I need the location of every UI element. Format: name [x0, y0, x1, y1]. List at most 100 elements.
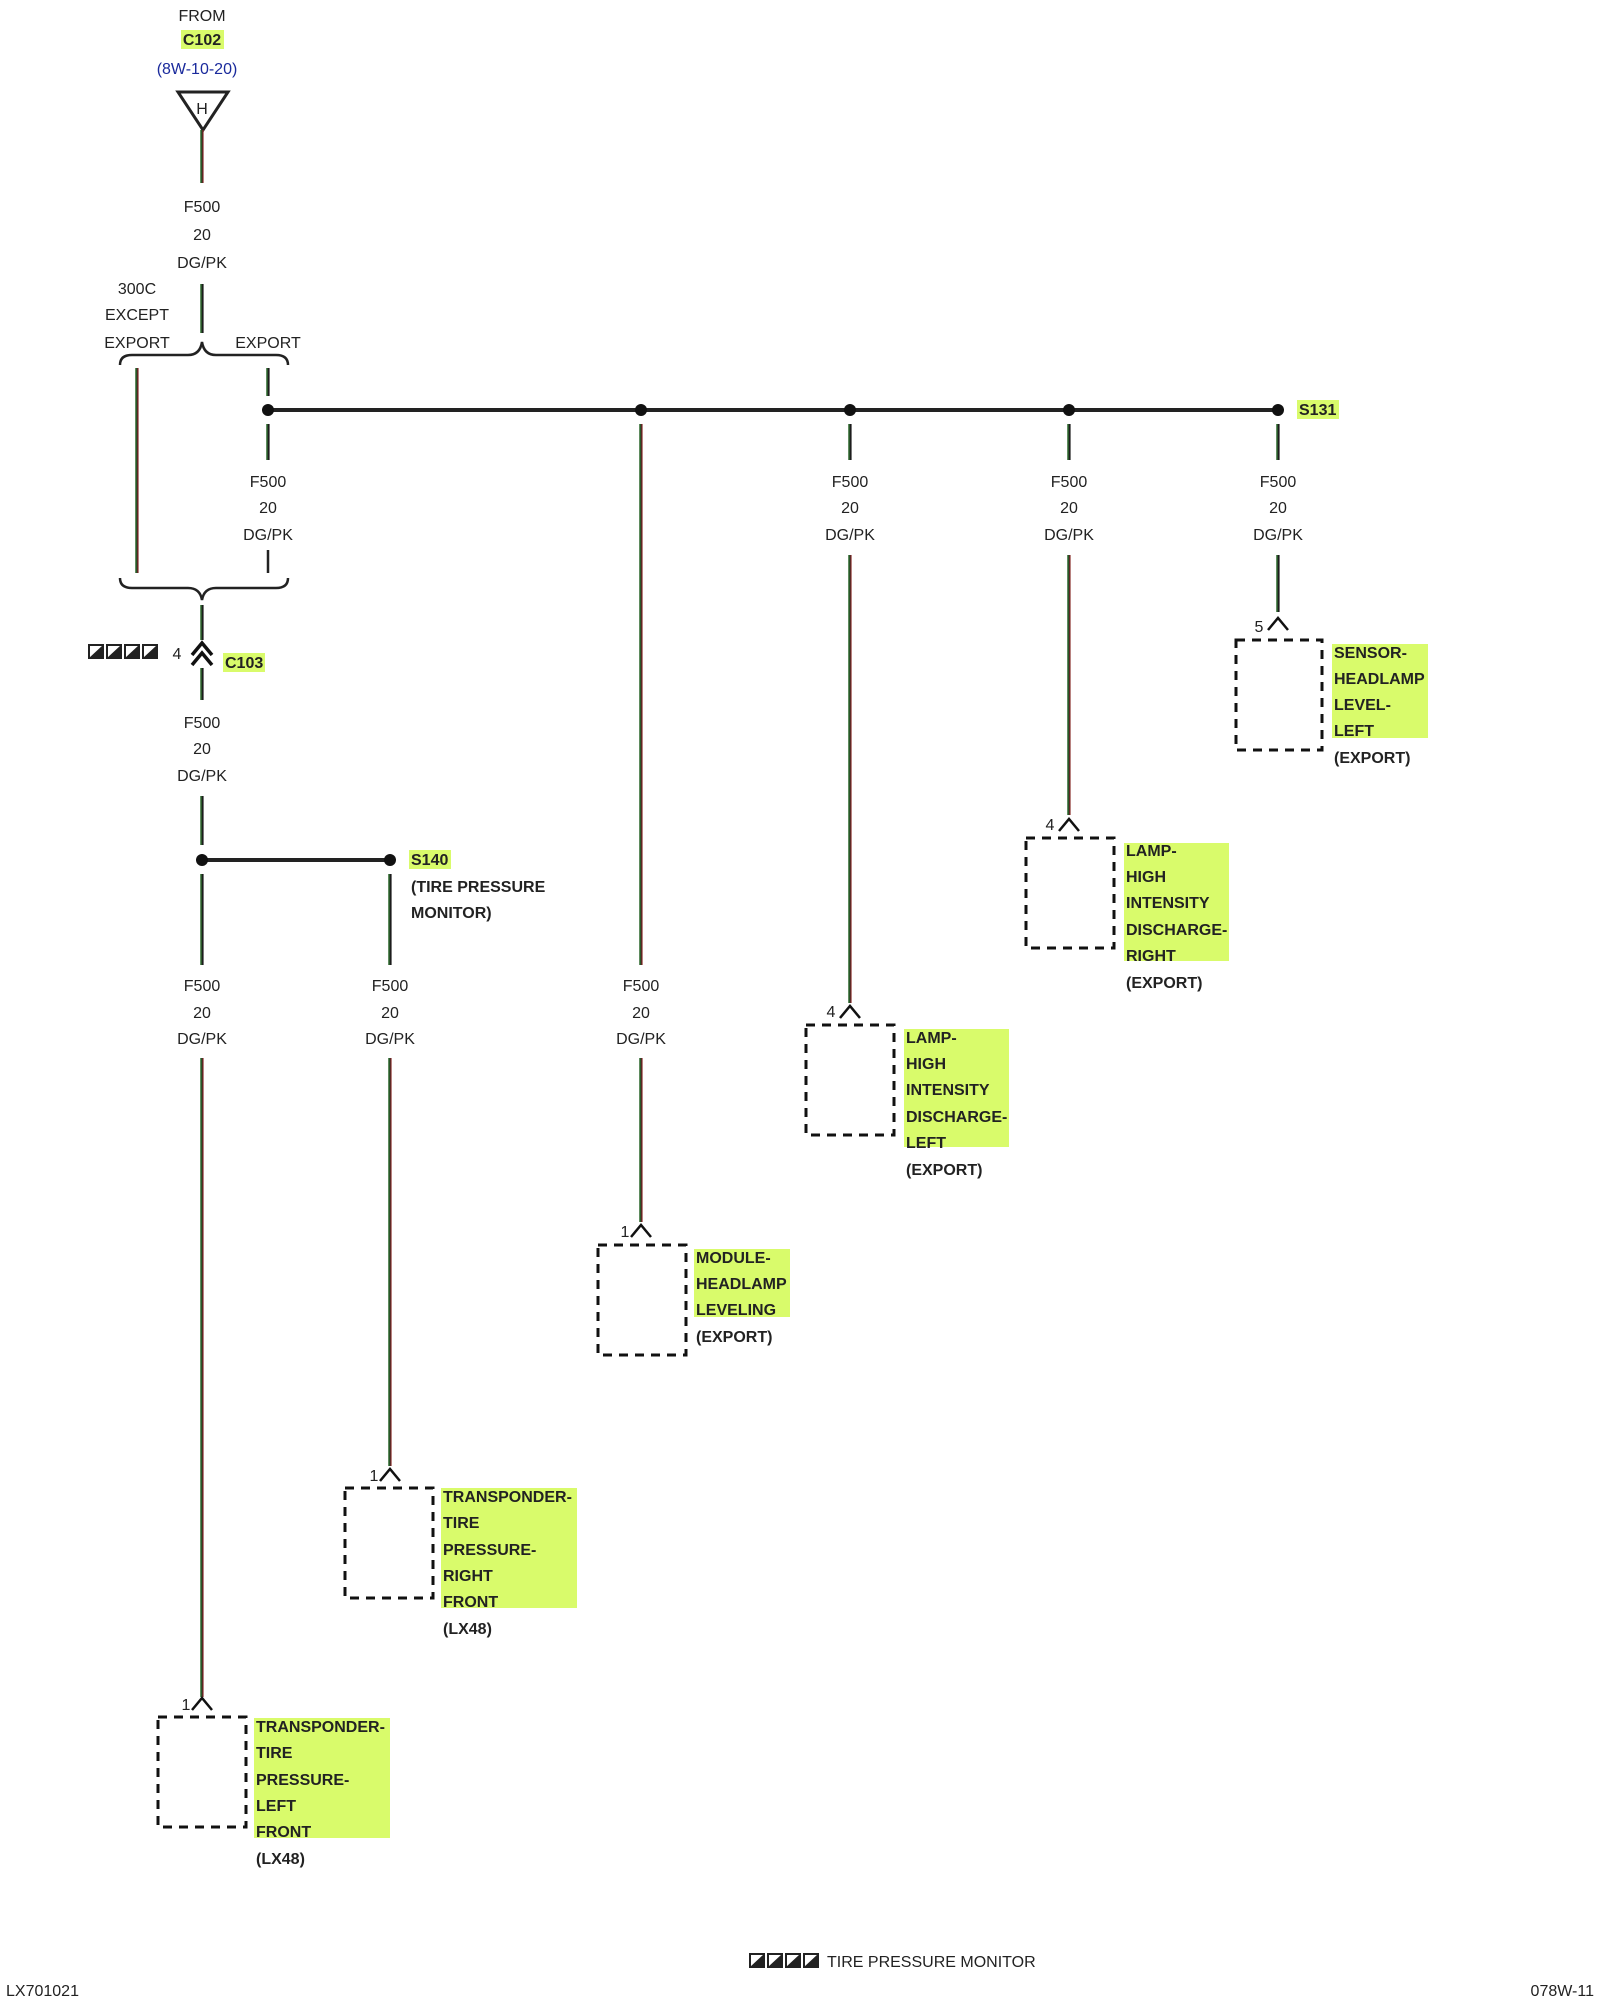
svg-text:INTENSITY: INTENSITY — [906, 1082, 990, 1099]
connector-pin-triangle: H — [175, 90, 231, 133]
wire-s140-left-drop — [200, 874, 204, 965]
svg-text:(EXPORT): (EXPORT) — [906, 1162, 982, 1179]
footer-right-code: 078W-11 — [1531, 1983, 1595, 2000]
svg-text:F500: F500 — [1051, 474, 1088, 491]
svg-text:DISCHARGE-: DISCHARGE- — [906, 1109, 1007, 1126]
option-brace-top — [118, 341, 290, 366]
svg-text:F500: F500 — [184, 978, 221, 995]
svg-text:DG/PK: DG/PK — [177, 768, 227, 785]
wire-below-c103 — [200, 668, 204, 700]
wire-label-module: F500 20 DG/PK — [616, 978, 666, 1048]
component-transponder-tpm-left-front[interactable]: 1 TRANSPONDER- TIRE PRESSURE- LEFT FRONT… — [156, 1696, 390, 1868]
pin-label: 1 — [621, 1224, 630, 1241]
wire-label-drop-4: F500 20 DG/PK — [1044, 474, 1094, 544]
svg-text:F500: F500 — [250, 474, 287, 491]
svg-text:DG/PK: DG/PK — [177, 255, 227, 272]
component-lamp-hid-right[interactable]: 4 LAMP- HIGH INTENSITY DISCHARGE- RIGHT … — [1024, 817, 1229, 992]
wire-drop-1 — [266, 424, 270, 460]
option-label-export-left: EXPORT — [104, 335, 170, 352]
component-lamp-hid-left[interactable]: 4 LAMP- HIGH INTENSITY DISCHARGE- LEFT (… — [804, 1004, 1009, 1179]
svg-text:FRONT: FRONT — [443, 1594, 498, 1611]
s140-node-right — [384, 854, 396, 866]
component-sensor-headlamp-level-left[interactable]: 5 SENSOR- HEADLAMP LEVEL- LEFT (EXPORT) — [1234, 616, 1428, 767]
svg-text:DG/PK: DG/PK — [616, 1031, 666, 1048]
from-label: FROM — [178, 8, 225, 25]
svg-text:DG/PK: DG/PK — [243, 527, 293, 544]
option-label-except: EXCEPT — [105, 307, 169, 324]
svg-text:(EXPORT): (EXPORT) — [1334, 750, 1410, 767]
wire-top-lower — [200, 284, 204, 333]
splice-s140-label: S140 — [411, 852, 448, 869]
splice-s131-label: S131 — [1299, 402, 1336, 419]
c103-label: C103 — [225, 655, 263, 672]
s140-note-line2: MONITOR) — [411, 905, 492, 922]
svg-text:RIGHT: RIGHT — [1126, 948, 1176, 965]
svg-text:DG/PK: DG/PK — [177, 1031, 227, 1048]
svg-text:DG/PK: DG/PK — [1253, 527, 1303, 544]
svg-text:PRESSURE-: PRESSURE- — [443, 1542, 536, 1559]
svg-text:F500: F500 — [372, 978, 409, 995]
svg-text:20: 20 — [259, 500, 277, 517]
bus-node-4 — [1063, 404, 1075, 416]
option-label-export-right: EXPORT — [235, 335, 301, 352]
svg-text:(EXPORT): (EXPORT) — [1126, 975, 1202, 992]
option-brace-bottom — [118, 577, 290, 601]
svg-text:TRANSPONDER-: TRANSPONDER- — [256, 1719, 385, 1736]
bus-node-5 — [1272, 404, 1284, 416]
wire-drop-5 — [1276, 424, 1280, 460]
footer-legend-text: TIRE PRESSURE MONITOR — [827, 1954, 1036, 1971]
pin-label: 4 — [827, 1004, 836, 1021]
c103-legend-squares — [88, 644, 158, 659]
footer-left-code: LX701021 — [6, 1983, 79, 2000]
bus-node-2 — [635, 404, 647, 416]
svg-text:20: 20 — [632, 1005, 650, 1022]
svg-text:F500: F500 — [184, 199, 221, 216]
wire-variant-right-upper — [266, 368, 270, 396]
svg-text:LEVEL-: LEVEL- — [1334, 697, 1391, 714]
wire-to-s140 — [200, 796, 204, 845]
wire-label-below-c103: F500 20 DG/PK — [177, 715, 227, 785]
c102-ref-link[interactable]: (8W-10-20) — [157, 61, 238, 78]
svg-text:F500: F500 — [623, 978, 660, 995]
svg-text:PRESSURE-: PRESSURE- — [256, 1772, 349, 1789]
svg-text:20: 20 — [1269, 500, 1287, 517]
pin-label: 5 — [1255, 619, 1264, 636]
component-transponder-tpm-right-front[interactable]: 1 TRANSPONDER- TIRE PRESSURE- RIGHT FRON… — [343, 1467, 577, 1638]
svg-text:LEFT: LEFT — [906, 1135, 946, 1152]
s140-highlight — [409, 850, 451, 869]
svg-text:TIRE: TIRE — [256, 1745, 293, 1762]
svg-text:F500: F500 — [1260, 474, 1297, 491]
svg-text:HIGH: HIGH — [1126, 869, 1166, 886]
wire-label-drop-1: F500 20 DG/PK — [243, 474, 293, 544]
wire-module-lower — [639, 1058, 643, 1222]
svg-text:LAMP-: LAMP- — [1126, 843, 1177, 860]
s140-node-left — [196, 854, 208, 866]
svg-text:RIGHT: RIGHT — [443, 1568, 493, 1585]
svg-text:TIRE: TIRE — [443, 1515, 480, 1532]
svg-text:FRONT: FRONT — [256, 1824, 311, 1841]
pin-label: 1 — [370, 1468, 379, 1485]
svg-text:DG/PK: DG/PK — [1044, 527, 1094, 544]
svg-text:F500: F500 — [832, 474, 869, 491]
wire-rf-lower — [388, 1058, 392, 1466]
svg-text:SENSOR-: SENSOR- — [1334, 645, 1407, 662]
svg-text:20: 20 — [193, 227, 211, 244]
wire-label-top: F500 20 DG/PK — [177, 199, 227, 272]
wire-label-drop-3: F500 20 DG/PK — [825, 474, 875, 544]
bus-node-3 — [844, 404, 856, 416]
wire-drop-3-long — [848, 555, 852, 1003]
svg-text:LEFT: LEFT — [256, 1798, 296, 1815]
svg-text:DG/PK: DG/PK — [365, 1031, 415, 1048]
svg-text:HEADLAMP: HEADLAMP — [696, 1276, 787, 1293]
svg-text:20: 20 — [193, 741, 211, 758]
wire-s140-right-drop — [388, 874, 392, 965]
wire-label-drop-5: F500 20 DG/PK — [1253, 474, 1303, 544]
pin-label: 1 — [182, 1697, 191, 1714]
component-module-headlamp-leveling[interactable]: 1 MODULE- HEADLAMP LEVELING (EXPORT) — [596, 1223, 790, 1357]
wire-lf-lower — [200, 1058, 204, 1697]
wire-label-lf: F500 20 DG/PK — [177, 978, 227, 1048]
svg-text:DG/PK: DG/PK — [825, 527, 875, 544]
svg-text:HEADLAMP: HEADLAMP — [1334, 671, 1425, 688]
svg-text:DISCHARGE-: DISCHARGE- — [1126, 922, 1227, 939]
